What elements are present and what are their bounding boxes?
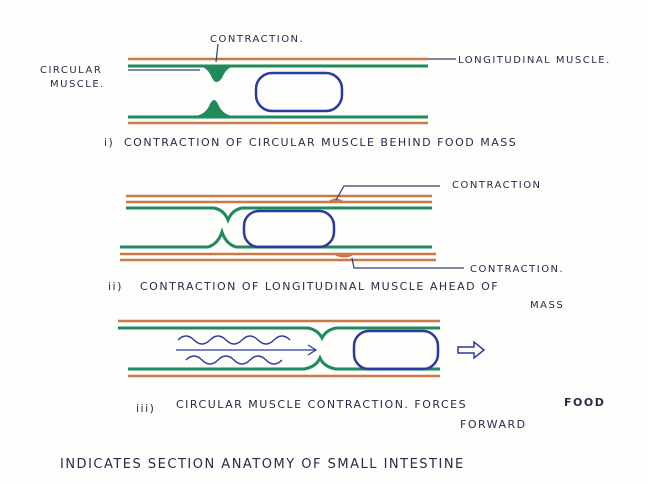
caption-1-prefix: i) [104,136,114,149]
diagram-3: iii) CIRCULAR MUSCLE CONTRACTION. FORCES… [118,321,605,431]
caption-3-food: FOOD [564,396,605,409]
food-mass [256,73,342,111]
wave-upper [178,336,290,344]
food-mass [354,331,438,369]
label-contraction-top: CONTRACTION [452,180,542,191]
contraction-pointer-top [336,186,440,200]
caption-3-line-2: FORWARD [460,418,527,431]
circular-contraction-top [200,66,234,82]
caption-2-prefix: ii) [108,280,123,293]
caption-3-prefix: iii) [136,402,155,415]
label-longitudinal-muscle: LONGITUDINAL MUSCLE. [458,55,611,66]
direction-arrow [176,345,316,355]
caption-2-line-2: MASS [530,300,564,311]
diagram-2: CONTRACTION CONTRACTION. ii) CONTRACTION… [108,180,564,311]
circular-contraction-bottom [196,100,232,116]
label-circular-muscle: CIRCULAR [40,65,102,76]
caption-3-line-1: CIRCULAR MUSCLE CONTRACTION. FORCES [176,398,467,411]
caption-1: CONTRACTION OF CIRCULAR MUSCLE BEHIND FO… [124,136,517,149]
circular-muscle-bottom [120,232,432,247]
label-contraction-bottom: CONTRACTION. [470,264,564,275]
circular-muscle-bottom [128,358,440,369]
label-contraction: CONTRACTION. [210,34,304,45]
diagram-1: CONTRACTION. CIRCULAR MUSCLE. LONGITUDIN… [40,34,611,149]
forward-arrow-icon [458,342,484,358]
label-circular-muscle-2: MUSCLE. [50,79,105,90]
caption-2-line-1: CONTRACTION OF LONGITUDINAL MUSCLE AHEAD… [140,280,499,293]
food-mass [244,211,334,247]
wave-lower [186,356,282,364]
footer-note: INDICATES SECTION ANATOMY OF SMALL INTES… [60,457,465,472]
